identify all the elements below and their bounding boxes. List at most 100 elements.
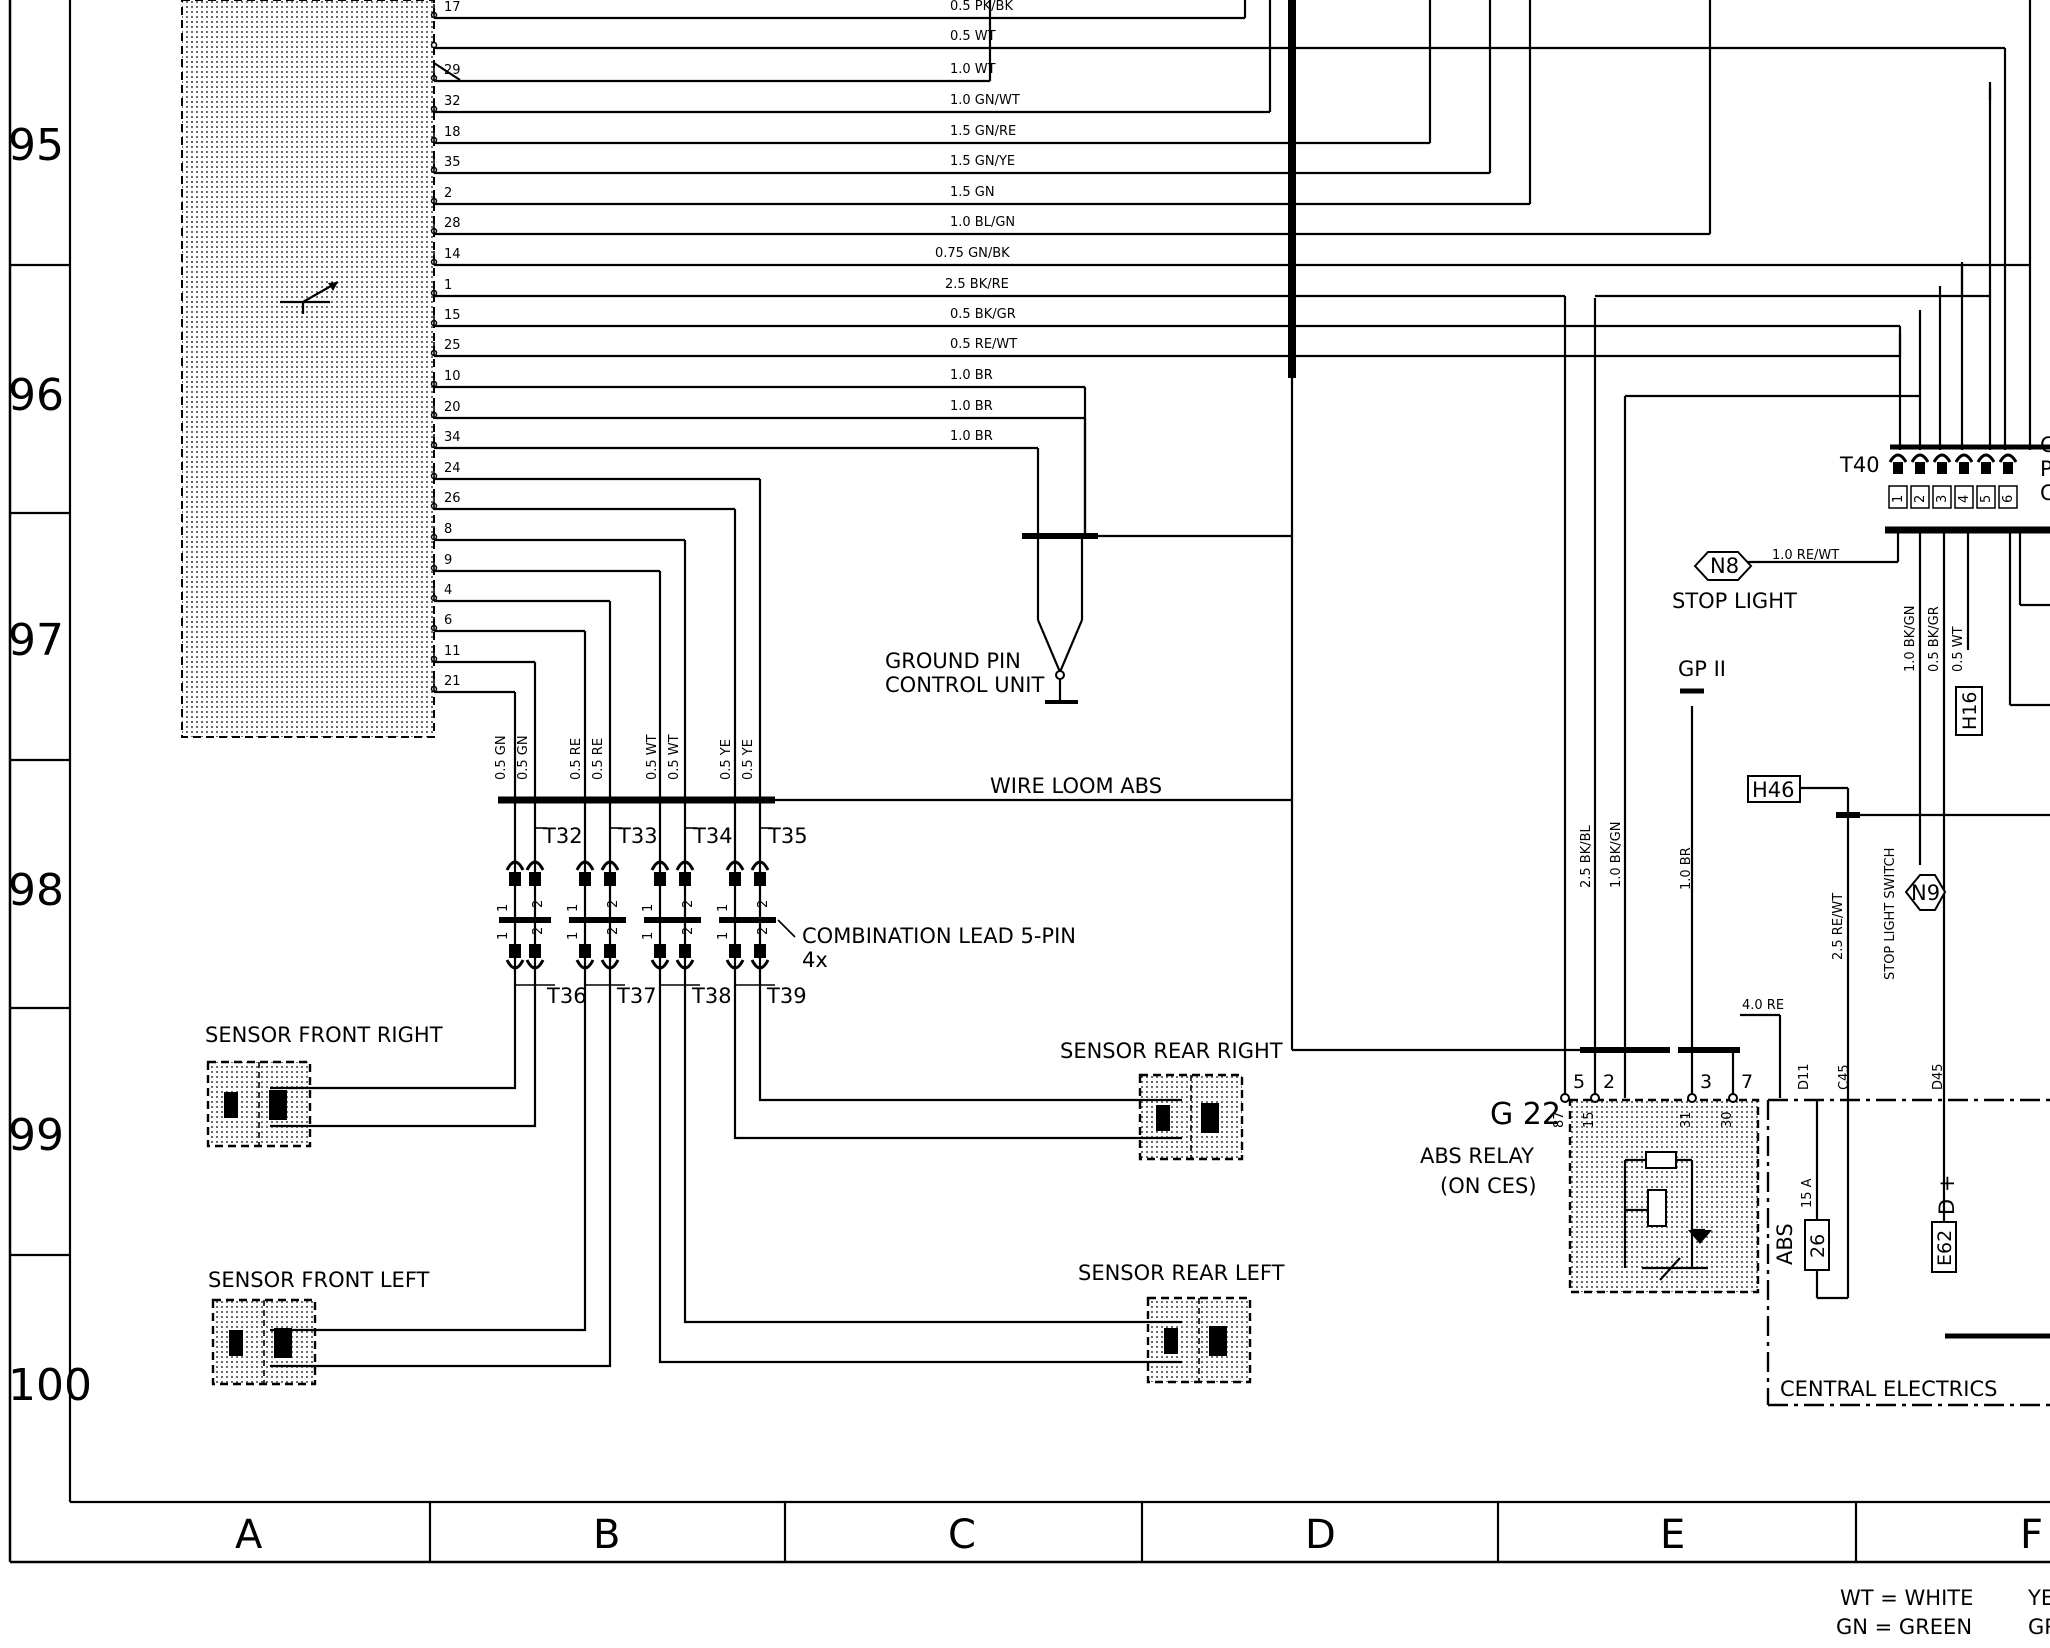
column-label-D: D — [1305, 1512, 1336, 1558]
control-unit-pin-18: 18 — [444, 125, 461, 140]
t40-side-3: C — [2040, 481, 2050, 505]
relay-terminal-31: 31 — [1679, 1111, 1694, 1128]
wire-label-8: 0.75 GN/BK — [935, 246, 1010, 261]
t40-side-2: P — [2040, 457, 2050, 481]
t40-pin-4: 4 — [1957, 495, 1972, 503]
t40-pin-6: 6 — [2001, 495, 2016, 503]
relay-pin-7: 7 — [1741, 1071, 1753, 1093]
row-label-95: 95 — [8, 120, 64, 171]
d11-label: D11 — [1797, 1063, 1812, 1090]
combination-pin-2-1: 2 — [606, 900, 621, 908]
relay-terminal-87: 87 — [1552, 1111, 1567, 1128]
combination-lead-label-2: 4x — [802, 948, 828, 972]
control-unit-pin-21: 21 — [444, 674, 461, 689]
connector-top-0: T32 — [542, 824, 583, 848]
control-unit-pin-1: 1 — [444, 278, 452, 293]
abs-relay-label-2: (ON CES) — [1440, 1174, 1537, 1198]
t40-wire-b: 0.5 BK/GR — [1927, 606, 1942, 672]
connector-top-3: T35 — [767, 824, 808, 848]
t40-pin-2: 2 — [1913, 495, 1928, 503]
wire-label-5: 1.5 GN/YE — [950, 154, 1015, 169]
abs-fuse-label: ABS — [1773, 1223, 1797, 1265]
combination-pin-1-0: 1 — [496, 904, 511, 912]
control-unit-pin-4: 4 — [444, 583, 452, 598]
combination-pin-1b-1: 1 — [566, 932, 581, 940]
row-label-100: 100 — [8, 1360, 92, 1411]
sensor-wire-label-2: 0.5 RE — [569, 738, 584, 780]
stop-light-switch-label: STOP LIGHT SWITCH — [1883, 848, 1898, 980]
sensor-front-left-label: SENSOR FRONT LEFT — [208, 1268, 430, 1292]
sensor-wire-label-6: 0.5 YE — [719, 739, 734, 780]
control-unit-pin-25: 25 — [444, 338, 461, 353]
wire-label-9: 2.5 BK/RE — [945, 277, 1009, 292]
wire-e-1-label: 2.5 BK/BL — [1579, 824, 1594, 888]
n8-wire-label: 1.0 RE/WT — [1772, 548, 1839, 563]
n9-box — [1904, 874, 1947, 911]
combination-pin-2b-0: 2 — [531, 927, 546, 935]
row-label-97: 97 — [8, 615, 64, 666]
h16-label: H16 — [1959, 692, 1981, 730]
sensor-front-right — [206, 1060, 312, 1148]
control-unit-pin-24: 24 — [444, 461, 461, 476]
wire-label-13: 1.0 BR — [950, 399, 993, 414]
sensor-rear-left — [1146, 1296, 1252, 1384]
wire-label-1: 0.5 WT — [950, 29, 996, 44]
fuse-num-label: 26 — [1807, 1234, 1829, 1258]
wire-label-6: 1.5 GN — [950, 185, 995, 200]
combination-pin-2-2: 2 — [681, 900, 696, 908]
wire-label-14: 1.0 BR — [950, 429, 993, 444]
central-electrics-label: CENTRAL ELECTRICS — [1780, 1377, 1997, 1401]
combination-pin-1-1: 1 — [566, 904, 581, 912]
n9-label: N9 — [1911, 881, 1940, 905]
combination-pin-2b-1: 2 — [606, 927, 621, 935]
sensor-front-right-label: SENSOR FRONT RIGHT — [205, 1023, 443, 1047]
d45-label: D45 — [1931, 1063, 1946, 1090]
column-label-B: B — [593, 1512, 620, 1558]
control-unit-pin-2: 2 — [444, 186, 452, 201]
legend-gr: GR — [2028, 1615, 2050, 1639]
control-unit-pin-6: 6 — [444, 613, 452, 628]
legend-wt: WT = WHITE — [1840, 1586, 1973, 1610]
column-label-E: E — [1660, 1512, 1685, 1558]
central-electrics — [1766, 1098, 2050, 1407]
control-unit-block — [181, 0, 435, 738]
wheel-sensors — [206, 1000, 1252, 1386]
control-unit-pin-11: 11 — [444, 644, 461, 659]
h16-box — [1955, 686, 1983, 736]
t40-label: T40 — [1839, 453, 1880, 477]
row-label-99: 99 — [8, 1110, 64, 1161]
t40-pin-3: 3 — [1935, 495, 1950, 503]
wire-label-10: 0.5 BK/GR — [950, 307, 1016, 322]
relay-terminal-30: 30 — [1720, 1111, 1735, 1128]
c45-label: C45 — [1837, 1064, 1852, 1090]
connector-bottom-1: T37 — [616, 984, 657, 1008]
control-unit-pin-28: 28 — [444, 216, 461, 231]
control-unit-wires: 0.5 PK/BK0.5 WT1.0 WT1.0 GN/WT1.5 GN/RE1… — [433, 0, 2030, 536]
combination-pin-1b-0: 1 — [496, 932, 511, 940]
wire-label-4: 1.5 GN/RE — [950, 124, 1016, 139]
wire-label-0: 0.5 PK/BK — [950, 0, 1013, 14]
relay-internals — [1623, 1151, 1712, 1281]
control-unit-pin-17: 17 — [444, 0, 461, 15]
gp2-label: GP II — [1678, 657, 1726, 681]
fuse-amp-label: 15 A — [1800, 1178, 1815, 1208]
column-label-F: F — [2020, 1512, 2043, 1558]
relay-wires — [1563, 298, 1920, 1098]
ground-pin-symbol — [1022, 533, 1098, 704]
control-unit-pin-35: 35 — [444, 155, 461, 170]
wire-label-2: 1.0 WT — [950, 62, 996, 77]
row-label-98: 98 — [8, 865, 64, 916]
wire-e-4-label: 2.5 RE/WT — [1831, 893, 1846, 960]
connector-top-1: T33 — [617, 824, 658, 848]
control-unit-pin-8: 8 — [444, 522, 452, 537]
sensor-rear-left-label: SENSOR REAR LEFT — [1078, 1261, 1285, 1285]
control-unit-pin-10: 10 — [444, 369, 461, 384]
combination-pin-2b-2: 2 — [681, 927, 696, 935]
